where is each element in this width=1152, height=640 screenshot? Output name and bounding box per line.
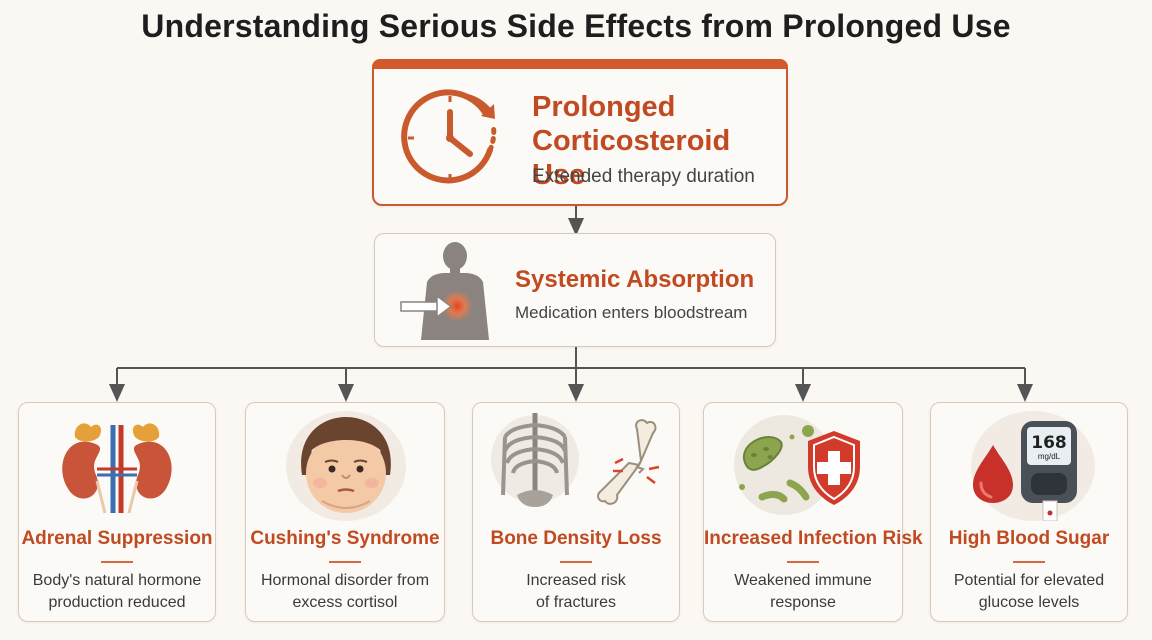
page-title: Understanding Serious Side Effects from …	[141, 8, 1011, 44]
effect-desc-line2: of fractures	[535, 594, 617, 611]
effect-desc-line1: Body's natural hormone	[32, 572, 202, 589]
cause-title-line1: Prolonged	[532, 91, 676, 123]
effect-desc-line1: Increased risk	[526, 572, 626, 589]
effect-title: Adrenal Suppression	[21, 528, 213, 549]
glucose-meter-icon	[973, 421, 1077, 521]
body-absorption-icon	[400, 242, 489, 340]
effect-title: Cushing's Syndrome	[250, 528, 440, 549]
cause-title: Prolonged Corticosteroid Use	[532, 90, 786, 192]
effect-description: Potential for elevated glucose levels	[939, 570, 1119, 614]
effect-desc-line2: production reduced	[48, 594, 186, 611]
effect-desc-line1: Weakened immune	[734, 572, 872, 589]
effect-title: Increased Infection Risk	[704, 528, 923, 549]
divider	[560, 561, 592, 563]
cause-title-line2: Corticosteroid Use	[532, 125, 731, 191]
absorption-box: Systemic Absorption Medication enters bl…	[374, 233, 776, 347]
absorption-title: Systemic Absorption	[515, 266, 755, 293]
effect-desc-line1: Hormonal disorder from	[260, 572, 430, 589]
bacteria-shield-icon	[734, 415, 860, 515]
effect-card-infection: Increased Infection Risk Weakened immune…	[703, 402, 923, 622]
meter-unit: mg/dL	[1037, 452, 1061, 461]
effect-desc-line1: Potential for elevated	[953, 572, 1105, 589]
effect-card-adrenal: Adrenal Suppression Body's natural hormo…	[18, 402, 216, 622]
effect-title: High Blood Sugar	[948, 528, 1110, 549]
divider	[329, 561, 361, 563]
divider	[787, 561, 819, 563]
effect-desc-line2: glucose levels	[978, 594, 1080, 611]
meter-reading: 168	[1031, 433, 1067, 453]
effect-card-blood-sugar: 168 mg/dL High Blood Sugar Potential for…	[930, 402, 1128, 622]
cause-subtitle: Extended therapy duration	[532, 166, 755, 187]
divider	[1013, 561, 1045, 563]
effect-card-cushings: Cushing's Syndrome Hormonal disorder fro…	[245, 402, 445, 622]
effect-card-bone: Bone Density Loss Increased risk of frac…	[472, 402, 680, 622]
round-face-icon	[301, 417, 391, 513]
effect-desc-line2: response	[770, 594, 836, 611]
effect-desc-line2: excess cortisol	[292, 594, 398, 611]
skeleton-bone-icon	[491, 413, 660, 507]
absorption-subtitle: Medication enters bloodstream	[515, 303, 748, 322]
effect-description: Hormonal disorder from excess cortisol	[254, 570, 436, 614]
kidneys-adrenal-icon	[62, 423, 172, 514]
effect-description: Body's natural hormone production reduce…	[27, 570, 207, 614]
effect-description: Weakened immune response	[712, 570, 894, 614]
effect-description: Increased risk of fractures	[481, 570, 671, 614]
clock-icon	[401, 89, 497, 184]
cause-box: Prolonged Corticosteroid Use Extended th…	[372, 59, 788, 206]
effect-title: Bone Density Loss	[490, 528, 662, 549]
divider	[101, 561, 133, 563]
